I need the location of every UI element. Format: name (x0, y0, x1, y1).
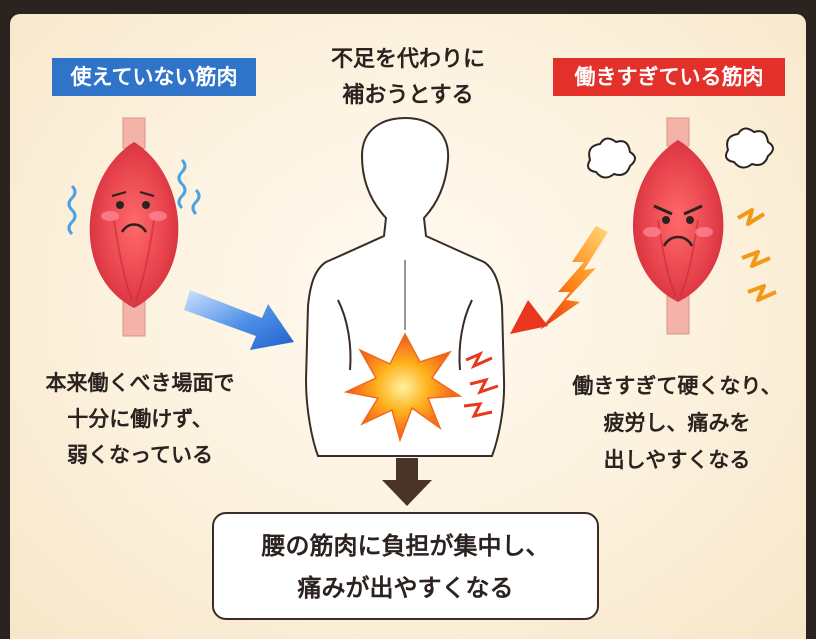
right-caption-line2: 疲労し、痛みを (546, 405, 808, 442)
muscle-weak-icon (90, 118, 179, 336)
red-arrow-icon (510, 226, 608, 334)
lightning-icon (738, 210, 776, 300)
result-line1: 腰の筋肉に負担が集中し、 (214, 525, 597, 567)
overworked-muscle-label: 働きすぎている筋肉 (553, 58, 785, 96)
left-caption-line2: 十分に働けず、 (10, 401, 270, 437)
right-caption: 働きすぎて硬くなり、 疲労し、痛みを 出しやすくなる (546, 368, 808, 479)
left-caption-line3: 弱くなっている (10, 437, 270, 473)
right-caption-line1: 働きすぎて硬くなり、 (546, 368, 808, 405)
right-caption-line3: 出しやすくなる (546, 442, 808, 479)
center-caption-line1: 不足を代わりに (290, 42, 526, 78)
result-box: 腰の筋肉に負担が集中し、 痛みが出やすくなる (212, 512, 599, 620)
center-caption-line2: 補おうとする (290, 78, 526, 114)
left-caption-line1: 本来働くべき場面で (10, 365, 270, 401)
left-caption: 本来働くべき場面で 十分に働けず、 弱くなっている (10, 365, 270, 473)
center-caption: 不足を代わりに 補おうとする (290, 42, 526, 114)
result-line2: 痛みが出やすくなる (214, 567, 597, 609)
down-arrow-icon (382, 458, 432, 506)
muscle-angry-icon (633, 118, 723, 334)
blue-arrow-icon (184, 290, 294, 350)
unused-muscle-label: 使えていない筋肉 (52, 58, 256, 96)
